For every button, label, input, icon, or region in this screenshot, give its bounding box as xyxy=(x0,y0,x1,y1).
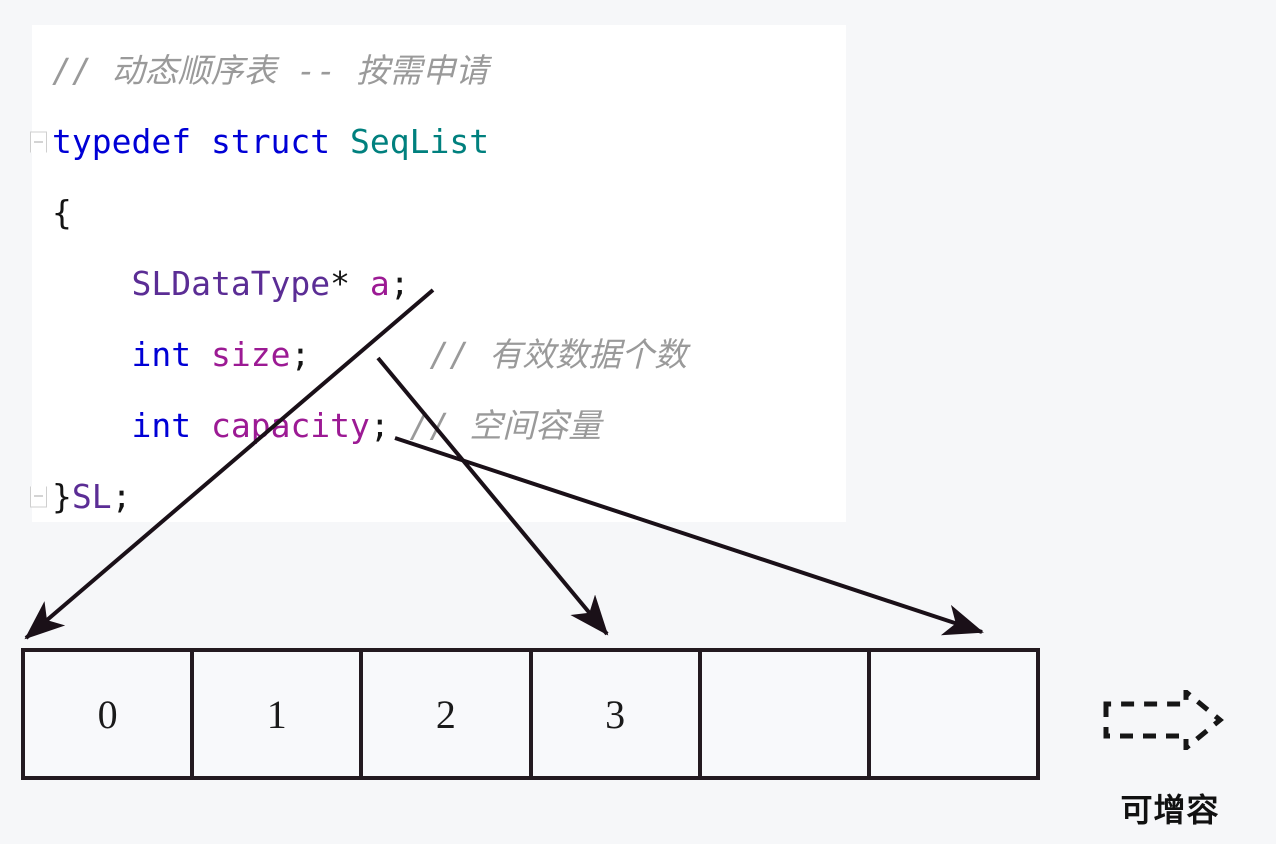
expand-capacity-label: 可增容 xyxy=(1120,791,1220,829)
line-member-a: SLDataType* a; xyxy=(32,248,846,319)
array-cell-2: 2 xyxy=(363,652,533,776)
code-token: int xyxy=(131,335,192,374)
code-token xyxy=(52,335,131,374)
code-token: ; xyxy=(389,264,410,303)
array-diagram: 0 1 2 3 xyxy=(21,648,1040,780)
code-token: struct xyxy=(210,122,331,161)
line-close-brace: }SL; xyxy=(30,461,846,532)
line-comment-header: // 动态顺序表 -- 按需申请 xyxy=(32,35,846,106)
code-token: capacity xyxy=(210,406,370,445)
code-token xyxy=(52,264,131,303)
code-token xyxy=(330,122,350,161)
code-token: } xyxy=(52,477,72,516)
code-token xyxy=(191,406,211,445)
code-token: // 空间容量 xyxy=(409,406,602,445)
array-cell-1: 1 xyxy=(194,652,364,776)
array-cell-value: 3 xyxy=(605,691,626,737)
array-cell-5 xyxy=(871,652,1036,776)
code-fold-end-icon[interactable] xyxy=(30,486,47,507)
expand-capacity-annotation: 可增容 xyxy=(1090,686,1250,831)
code-fold-start-icon[interactable] xyxy=(30,131,47,152)
code-token: ; xyxy=(111,477,132,516)
code-token: typedef xyxy=(52,122,192,161)
code-token: // 有效数据个数 xyxy=(429,335,688,374)
line-member-size: int size; // 有效数据个数 xyxy=(32,319,846,390)
code-token xyxy=(191,335,211,374)
code-token: SeqList xyxy=(350,122,490,161)
array-cell-value: 0 xyxy=(97,691,118,737)
array-cell-4 xyxy=(702,652,871,776)
line-member-capacity: int capacity; // 空间容量 xyxy=(32,390,846,461)
code-token: // 动态顺序表 -- 按需申请 xyxy=(52,51,489,90)
code-token xyxy=(52,406,131,445)
array-cell-value: 2 xyxy=(435,691,456,737)
array-cell-value: 1 xyxy=(266,691,287,737)
array-cell-0: 0 xyxy=(25,652,195,776)
line-typedef: typedef struct SeqList xyxy=(30,106,846,177)
code-token: SLDataType xyxy=(131,264,331,303)
array-cell-3: 3 xyxy=(533,652,702,776)
dashed-right-arrow-icon xyxy=(1103,686,1224,754)
code-token xyxy=(191,122,211,161)
code-token: { xyxy=(52,193,72,232)
code-token: SL xyxy=(71,477,112,516)
code-token: int xyxy=(131,406,192,445)
code-token: size xyxy=(210,335,291,374)
code-token: * xyxy=(330,264,370,303)
line-open-brace: { xyxy=(32,177,846,248)
code-token: ; xyxy=(290,335,430,374)
code-token: a xyxy=(369,264,390,303)
code-token: ; xyxy=(369,406,410,445)
